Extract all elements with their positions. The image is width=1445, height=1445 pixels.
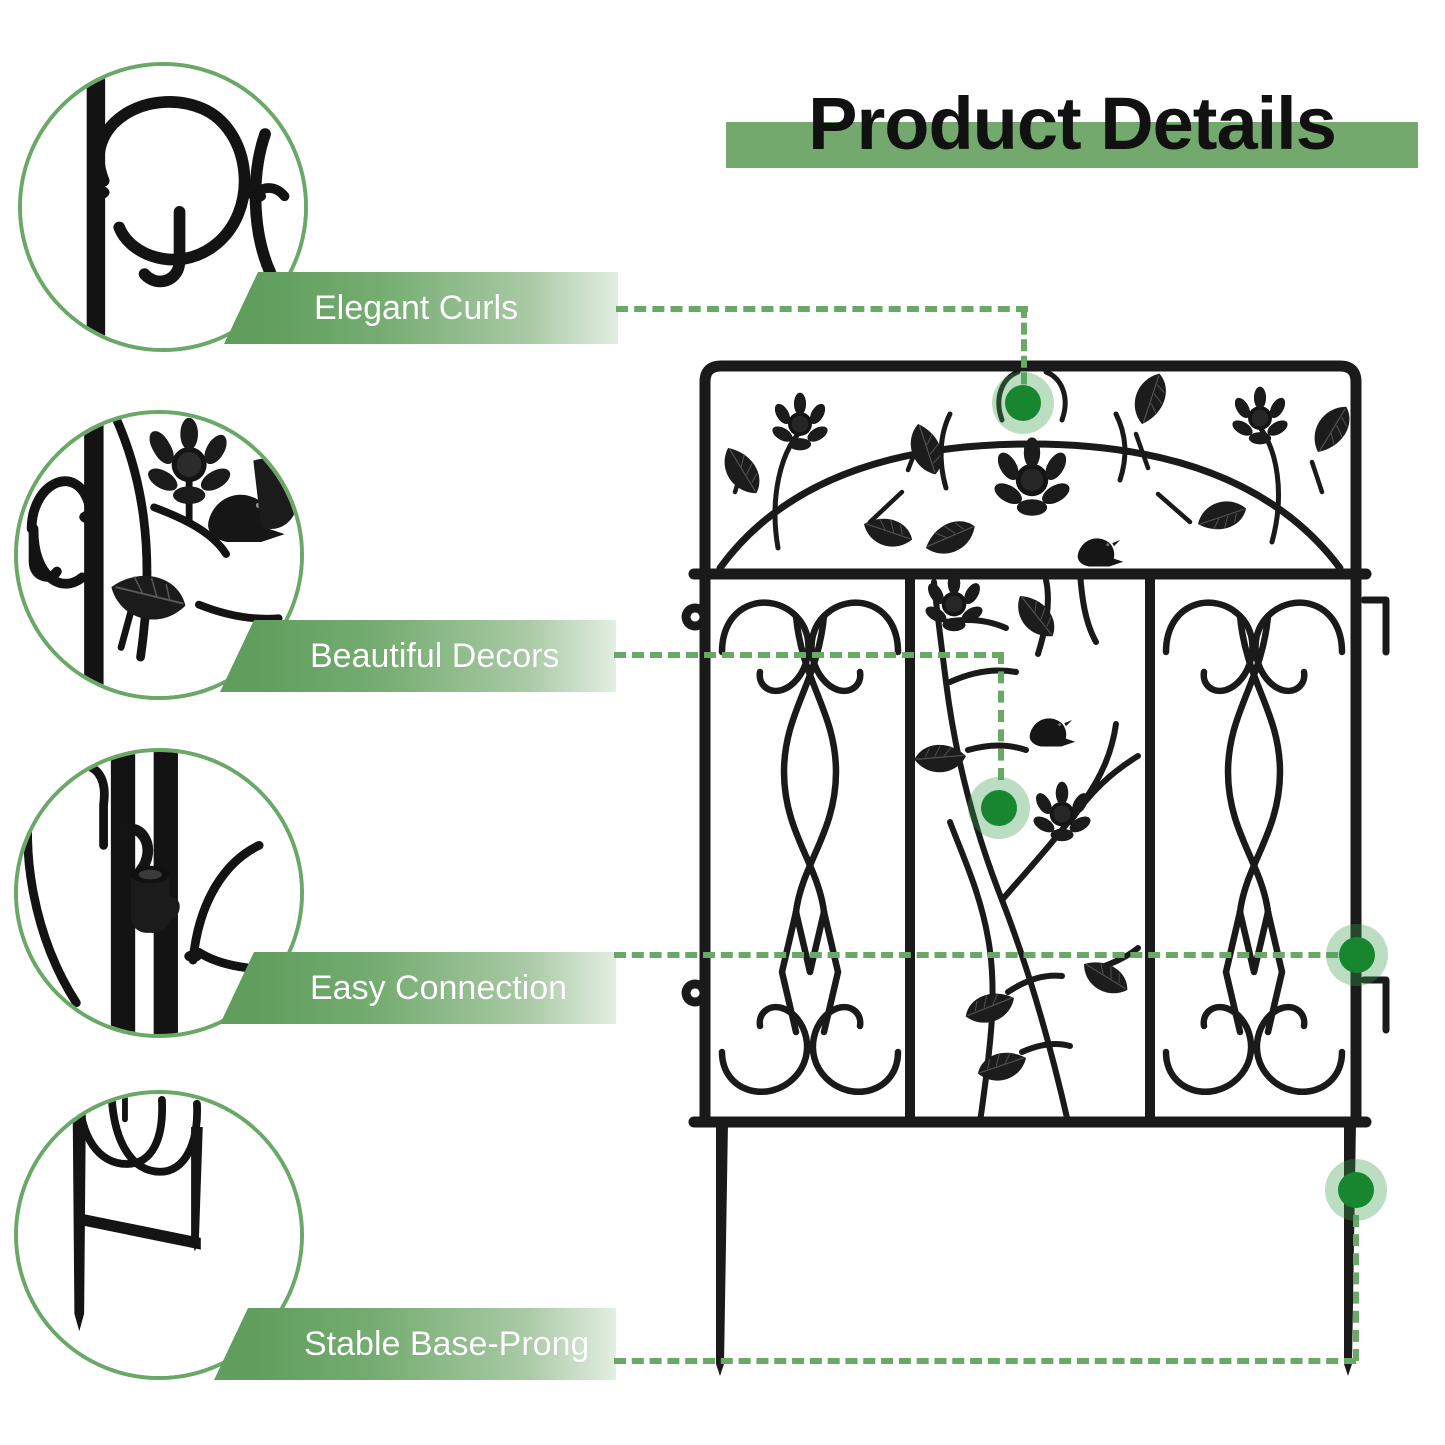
connector-line-stable-base-prong-v	[1353, 1215, 1359, 1361]
label-easy-connection: Easy Connection	[220, 952, 616, 1024]
title-highlight-bar	[726, 122, 1418, 168]
label-beautiful-decors: Beautiful Decors	[220, 620, 616, 692]
connector-line-easy-connection-h	[614, 952, 1356, 958]
marker-dot	[1338, 1172, 1374, 1208]
page-title: Product Details	[712, 68, 1432, 178]
marker-dot	[981, 790, 1017, 826]
connector-line-beautiful-decors-v	[998, 652, 1004, 780]
label-elegant-curls: Elegant Curls	[224, 272, 618, 344]
connector-line-beautiful-decors-h	[614, 652, 1004, 658]
page-title-text: Product Details	[808, 81, 1337, 165]
label-stable-base-prong-text: Stable Base-Prong	[304, 1324, 590, 1363]
marker-dot	[1005, 385, 1041, 421]
connector-line-elegant-curls-v	[1021, 306, 1027, 401]
label-elegant-curls-text: Elegant Curls	[314, 288, 519, 327]
sunflower-leaf-bird-closeup-icon	[18, 414, 300, 696]
marker-beautiful-decors	[968, 777, 1030, 839]
product-image	[650, 352, 1410, 1412]
marker-dot	[1339, 937, 1375, 973]
marker-elegant-curls	[992, 372, 1054, 434]
detail-circle-easy-connection	[14, 748, 304, 1038]
connector-line-stable-base-prong-h	[614, 1358, 1356, 1364]
connector-line-elegant-curls-h	[616, 306, 1028, 312]
label-beautiful-decors-text: Beautiful Decors	[310, 636, 560, 675]
marker-stable-base-prong	[1325, 1159, 1387, 1221]
ring-connector-closeup-icon	[18, 752, 300, 1034]
marker-easy-connection	[1326, 924, 1388, 986]
label-stable-base-prong: Stable Base-Prong	[214, 1308, 616, 1380]
label-easy-connection-text: Easy Connection	[310, 968, 568, 1007]
